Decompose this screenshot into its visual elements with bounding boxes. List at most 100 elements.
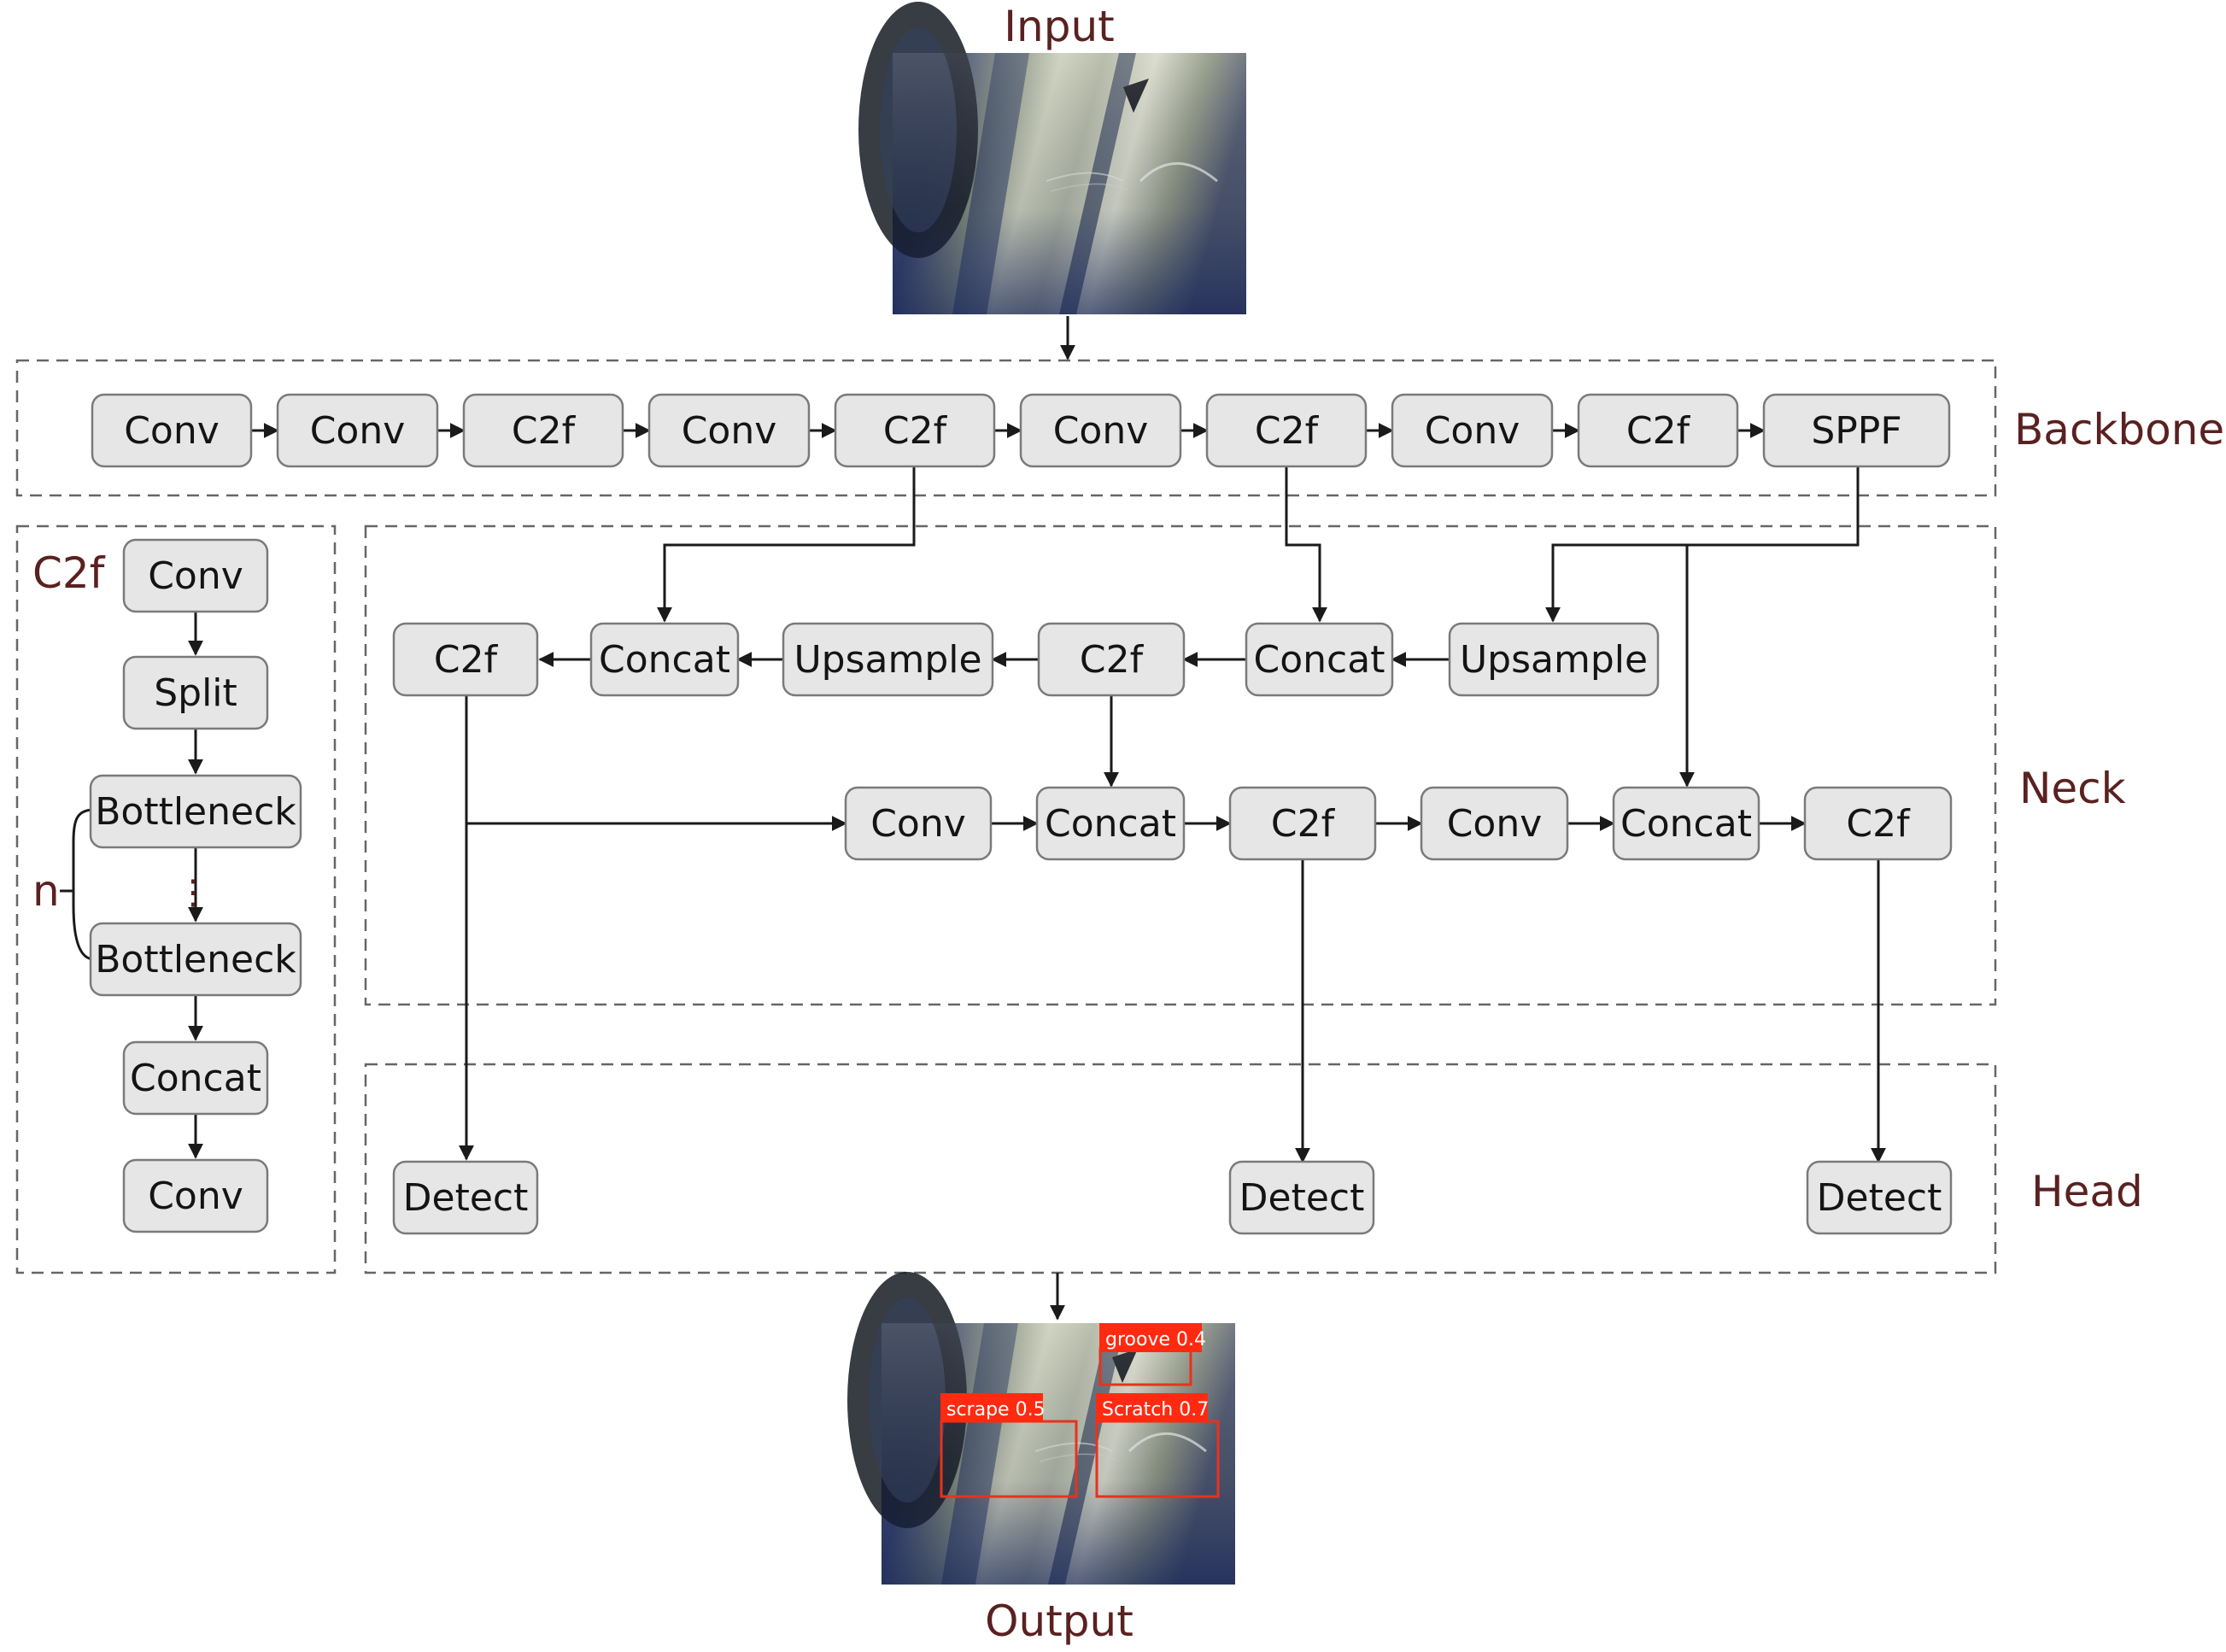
neck-top-node-4: Concat [1245,622,1394,697]
c2f-detail-node-2-box [89,774,302,849]
backbone-node-7-box [1391,393,1554,468]
detection-tag-scrape: scrape 0.5 [940,1393,1046,1422]
repeat-ellipsis: ⋮ [176,873,210,912]
c2f-detail-node-3-box [89,922,302,997]
neck-bottom-node-5-box [1803,786,1953,861]
neck-bottom-node-5: C2f [1803,786,1953,861]
neck-top-node-2-box [782,622,994,697]
backbone-node-4: C2f [834,393,996,468]
neck-bottom-node-2-label: C2f [1271,802,1336,846]
backbone-node-2: C2f [462,393,624,468]
c2f-detail-node-0-box [122,538,269,613]
head-group [364,1063,1997,1274]
neck-group [364,524,1997,1006]
c2f-detail-node-2: Bottleneck [89,774,302,849]
backbone-node-8-label: C2f [1626,409,1691,453]
neck-bottom-node-1-label: Concat [1045,802,1176,846]
edge-b4-neck-concat1 [657,466,916,623]
head-detect-node-0-box [392,1160,539,1235]
output-image-bearing-photo-with-detections-icon: groove 0.4 scrape 0.5 Scratch 0.7 [846,1270,1237,1586]
neck-top-node-2: Upsample [782,622,994,697]
neck-bottom-node-2-box [1228,786,1377,861]
svg-text:groove 0.4: groove 0.4 [1105,1329,1206,1350]
neck-top-node-3-box [1037,622,1186,697]
output-label: Output [985,1596,1134,1646]
head-detect-node-1-label: Detect [1239,1176,1365,1220]
backbone-node-6-label: C2f [1255,409,1320,453]
neck-bottom-node-4-label: Concat [1620,802,1752,846]
detection-tag-groove: groove 0.4 [1099,1323,1206,1352]
backbone-node-2-label: C2f [512,409,577,453]
neck-bottom-node-0-label: Conv [870,802,966,846]
neck-top-node-4-box [1245,622,1394,697]
backbone-node-1-label: Conv [310,409,406,453]
backbone-node-7-label: Conv [1425,409,1520,453]
neck-top-node-2-label: Upsample [794,638,981,682]
backbone-node-0-box [91,393,253,468]
svg-text:scrape 0.5: scrape 0.5 [946,1399,1046,1421]
head-detect-node-2: Detect [1806,1160,1953,1235]
backbone-label: Backbone [2014,405,2224,454]
neck-top-node-5-label: Upsample [1460,638,1648,682]
c2f-detail-node-4-label: Concat [130,1057,261,1100]
backbone-node-9-box [1762,393,1951,468]
backbone-node-3: Conv [647,393,811,468]
head-detect-node-1-box [1228,1160,1375,1235]
backbone-node-5-box [1019,393,1182,468]
neck-top-node-1: Concat [589,622,740,697]
neck-bottom-node-3: Conv [1420,786,1569,861]
neck-bottom-node-4-box [1612,786,1760,861]
backbone-node-1: Conv [276,393,439,468]
backbone-group [15,359,1997,497]
c2f-detail-node-5-label: Conv [148,1175,243,1218]
head-label: Head [2031,1167,2143,1216]
c2f-detail-node-5: Conv [122,1158,269,1233]
head-detect-node-2-box [1806,1160,1953,1235]
head-detect-node-0-label: Detect [403,1176,529,1220]
neck-top-node-0-box [392,622,539,697]
head-detect-node-0: Detect [392,1160,539,1235]
neck-bottom-node-2: C2f [1228,786,1377,861]
neck-top-node-1-box [589,622,740,697]
c2f-detail-node-1: Split [122,655,269,730]
neck-top-node-1-label: Concat [599,638,730,682]
backbone-node-0-label: Conv [124,409,220,453]
c2f-detail-group [15,524,337,1274]
backbone-node-6: C2f [1205,393,1368,468]
neck-top-node-3-label: C2f [1080,638,1145,682]
neck-label: Neck [2019,764,2126,813]
repeat-n-label: n [32,866,60,916]
repeat-bracket [72,808,95,961]
edge-sppf-upsample2 [1545,466,1860,623]
backbone-node-5: Conv [1019,393,1182,468]
edge-b6-neck-concat2 [1285,466,1327,623]
neck-top-node-3: C2f [1037,622,1186,697]
c2f-detail-node-2-label: Bottleneck [95,790,296,834]
c2f-detail-node-4: Concat [122,1040,269,1116]
neck-bottom-node-0-box [844,786,993,861]
neck-bottom-node-3-box [1420,786,1569,861]
backbone-node-4-label: C2f [883,409,948,453]
detection-tag-scratch: Scratch 0.7 [1096,1393,1209,1422]
backbone-node-7: Conv [1391,393,1554,468]
c2f-detail-node-5-box [122,1158,269,1233]
neck-top-node-5: Upsample [1448,622,1660,697]
c2f-detail-node-4-box [122,1040,269,1116]
backbone-node-4-box [834,393,996,468]
neck-top-node-5-box [1448,622,1660,697]
c2f-detail-node-3: Bottleneck [89,922,302,997]
neck-bottom-node-4: Concat [1612,786,1760,861]
neck-bottom-node-1-box [1035,786,1186,861]
backbone-node-3-label: Conv [682,409,777,453]
head-detect-node-1: Detect [1228,1160,1375,1235]
head-detect-node-2-label: Detect [1817,1176,1942,1220]
c2f-detail-node-1-label: Split [154,671,237,715]
backbone-node-6-box [1205,393,1368,468]
neck-bottom-node-5-label: C2f [1846,802,1911,846]
backbone-node-1-box [276,393,439,468]
c2f-detail-node-0-label: Conv [148,554,243,598]
backbone-node-3-box [647,393,811,468]
edges [60,316,1886,1321]
